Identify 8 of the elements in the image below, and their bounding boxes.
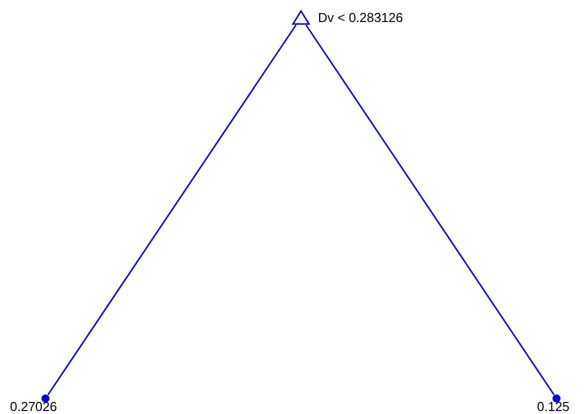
split-condition-label: Dv < 0.283126 — [318, 10, 403, 25]
tree-branch-line — [305, 24, 555, 396]
leaf-node-marker — [552, 394, 561, 403]
tree-branch-line — [47, 24, 297, 396]
branch-node-marker — [292, 10, 310, 25]
leaf-value-label: 0.27026 — [10, 399, 57, 414]
leaf-node-marker — [41, 394, 50, 403]
leaf-value-label: 0.125 — [537, 399, 570, 414]
